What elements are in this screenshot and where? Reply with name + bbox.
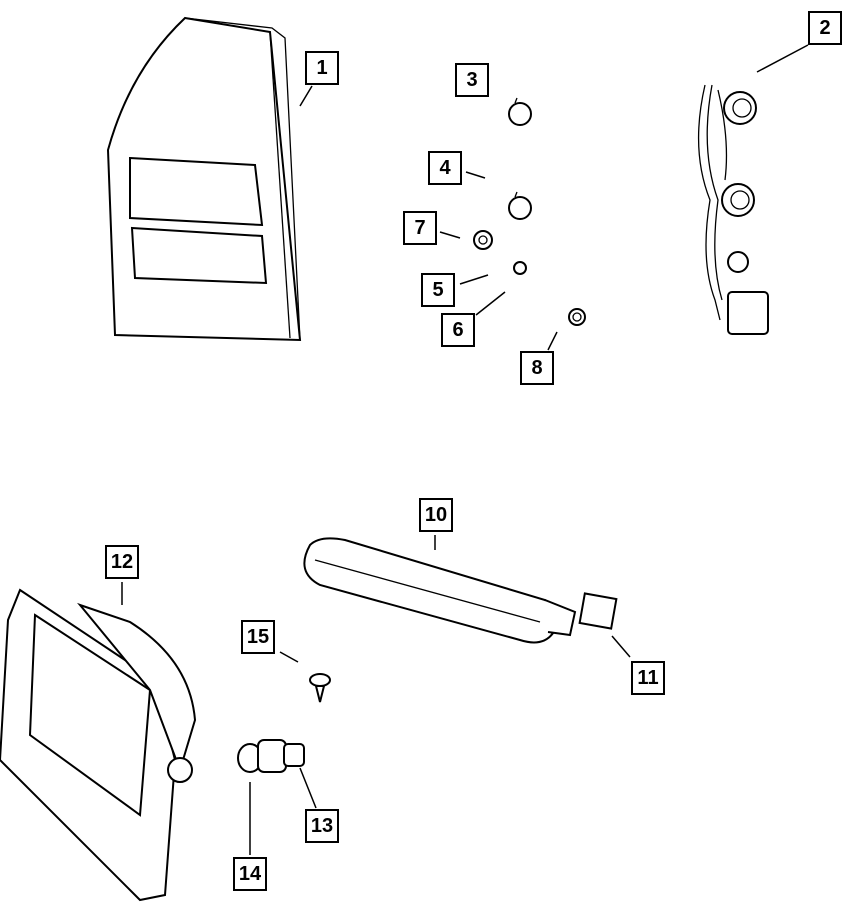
callout-14: 14: [233, 857, 267, 891]
socket-part-8: [568, 308, 586, 326]
callout-2: 2: [808, 11, 842, 45]
tail-lamp-part-1: [106, 16, 302, 342]
callout-6: 6: [441, 313, 475, 347]
connector-part-11: [578, 592, 618, 630]
socket-part-7: [473, 230, 493, 250]
callout-8: 8: [520, 351, 554, 385]
callout-1: 1: [305, 51, 339, 85]
callout-11: 11: [631, 661, 665, 695]
screw-part-15: [309, 673, 331, 703]
lamp-part-10: [303, 537, 577, 644]
callout-15: 15: [241, 620, 275, 654]
callout-12: 12: [105, 545, 139, 579]
wiring-harness-part-2: [697, 84, 769, 335]
callout-10: 10: [419, 498, 453, 532]
callout-4: 4: [428, 151, 462, 185]
callout-3: 3: [455, 63, 489, 97]
callout-13: 13: [305, 809, 339, 843]
bulb-part-5: [513, 261, 527, 275]
bulb-part-4: [508, 191, 532, 220]
housing-part-12: [0, 588, 197, 902]
callout-5: 5: [421, 273, 455, 307]
bulb-part-3: [508, 97, 532, 126]
bulb-part-14: [237, 739, 305, 773]
callout-7: 7: [403, 211, 437, 245]
leader-lines: [121, 44, 809, 855]
